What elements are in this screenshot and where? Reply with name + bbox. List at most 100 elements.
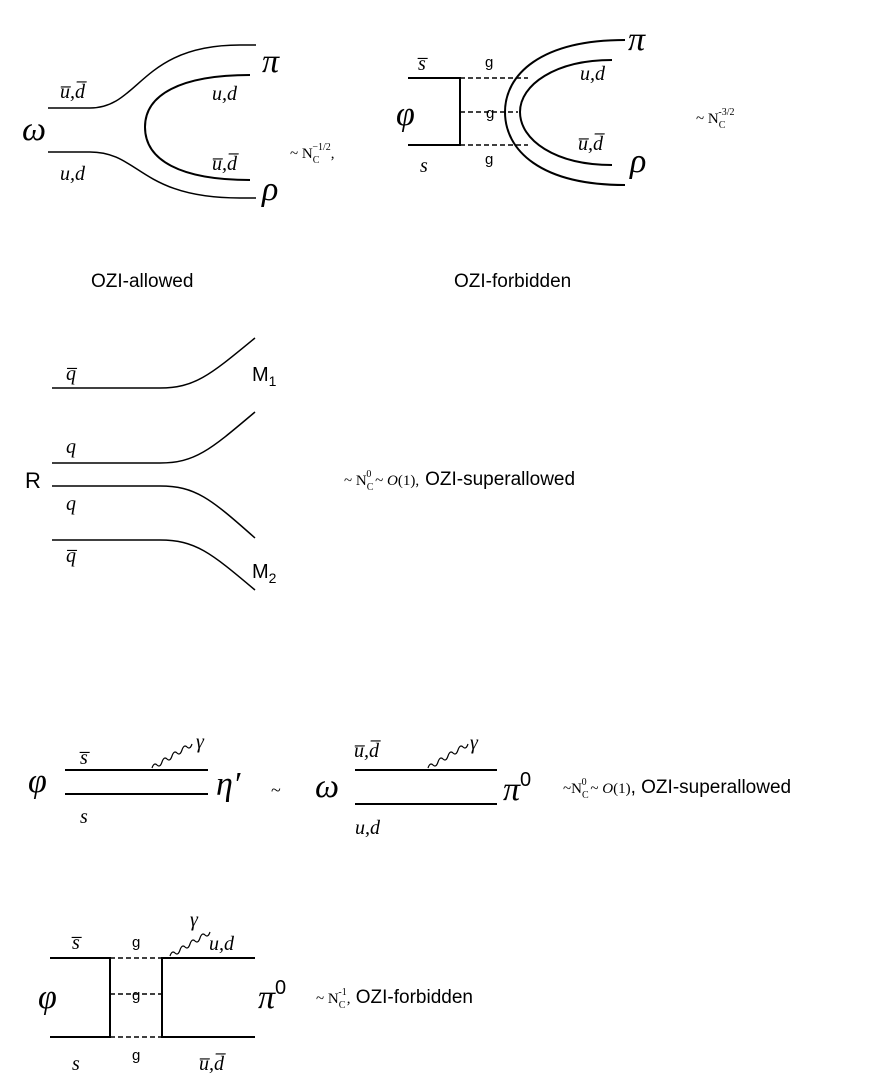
scaling-mid: ~ bbox=[587, 781, 603, 797]
right-photon-wiggle bbox=[427, 743, 469, 769]
s-label: s bbox=[72, 1053, 80, 1075]
omega-label: ω bbox=[315, 768, 339, 805]
meson-m2-label: M2 bbox=[252, 561, 277, 586]
scaling-sub: C bbox=[719, 120, 726, 131]
s-bar-label: s̅ bbox=[71, 932, 83, 954]
inner-antiquark-label: u̅,d̅ bbox=[578, 133, 606, 155]
diagram-omega-ozi-allowed: ω u̅,d̅ u,d u,d u̅,d̅ π ρ ~ NC−1/2, OZI-… bbox=[22, 43, 335, 292]
line-qbar-top bbox=[52, 337, 256, 389]
scaling-sup: -1 bbox=[338, 987, 346, 998]
scaling-base: ~ N bbox=[696, 111, 719, 127]
diagram-radiative-superallowed: φ s̅ s γ η′ ~ ω u̅,d̅ u,d γ π0 ~NC0 ~ O(… bbox=[28, 731, 791, 839]
line-label-q-upper: q bbox=[66, 436, 76, 458]
quark-ud-label: u,d bbox=[355, 817, 381, 839]
left-photon-label: γ bbox=[196, 731, 205, 753]
pi0-sup: 0 bbox=[520, 769, 531, 791]
photon-label: γ bbox=[190, 909, 199, 931]
rho-label: ρ bbox=[629, 143, 646, 180]
scaling-order: O bbox=[387, 473, 398, 489]
scaling-label: , OZI-superallowed bbox=[631, 777, 792, 798]
line-label-q-lower: q bbox=[66, 493, 76, 515]
phi-label: φ bbox=[28, 763, 47, 800]
quark-ud-label: u,d bbox=[60, 163, 86, 185]
gluon-mid-label: g bbox=[132, 987, 140, 1004]
m1-base: M bbox=[252, 364, 269, 386]
s-label: s bbox=[420, 155, 428, 177]
gluon-mid-label: g bbox=[486, 105, 494, 122]
scaling-base: ~ N bbox=[344, 473, 367, 489]
scaling-sub: C bbox=[339, 1000, 346, 1011]
s-quark-box bbox=[50, 957, 111, 1038]
inner-quark-label: u,d bbox=[212, 83, 238, 105]
scaling-mid: ~ bbox=[371, 473, 387, 489]
phi-label: φ bbox=[396, 96, 415, 133]
s-bar-label: s̅ bbox=[79, 747, 91, 769]
s-quark-box bbox=[408, 77, 461, 146]
diagram-resonance-superallowed: R q̅ q q q̅ M1 M2 ~ NC0 ~ O(1),OZI-super… bbox=[25, 337, 575, 591]
m1-sub: 1 bbox=[269, 373, 277, 389]
scaling-omega: ~ NC −1/2, bbox=[290, 142, 335, 166]
gluon-bottom-label: g bbox=[132, 1047, 140, 1064]
antiquark-ud-label: u̅,d̅ bbox=[199, 1053, 227, 1075]
pi-label: π bbox=[262, 43, 280, 80]
eta-prime-label: η′ bbox=[216, 766, 241, 803]
gluon-bottom-label: g bbox=[485, 151, 493, 168]
caption-ozi-forbidden: OZI-forbidden bbox=[454, 271, 571, 292]
resonance-label: R bbox=[25, 468, 41, 493]
scaling-base: ~ N bbox=[290, 146, 313, 162]
diagram-phi-pi0-forbidden: φ s̅ s g g g γ u,d u̅,d̅ π0 ~ NC-1, OZI-… bbox=[38, 909, 473, 1075]
quark-line-outer-bottom bbox=[48, 151, 256, 199]
phi-label: φ bbox=[38, 979, 57, 1016]
m2-sub: 2 bbox=[269, 570, 277, 586]
diagram-phi-ozi-forbidden: φ s̅ s g g g u,d u̅,d̅ π ρ ~ NC -3/2 OZI-… bbox=[396, 21, 734, 292]
pi0-base: π bbox=[258, 979, 276, 1016]
scaling-order: O bbox=[602, 781, 613, 797]
right-photon-label: γ bbox=[470, 732, 479, 754]
scaling-sub: C bbox=[367, 482, 374, 493]
gluon-top-label: g bbox=[485, 54, 493, 71]
gluon-top-label: g bbox=[132, 934, 140, 951]
scaling-radiative: ~NC 0 ~ O(1), OZI-superallowed bbox=[563, 777, 791, 801]
scaling-phi-pi0: ~ NC-1, OZI-forbidden bbox=[316, 987, 473, 1011]
pi0-base: π bbox=[503, 771, 521, 808]
pi0-label: π0 bbox=[258, 977, 286, 1016]
scaling-base: ~ N bbox=[316, 991, 339, 1007]
s-bar-label: s̅ bbox=[417, 53, 429, 75]
scaling-resonance: ~ NC 0 ~ O(1), OZI-superallowed bbox=[344, 469, 575, 493]
scaling-sup: 0 bbox=[366, 469, 371, 480]
pi0-sup: 0 bbox=[275, 977, 286, 999]
scaling-sup: −1/2 bbox=[312, 142, 330, 153]
scaling-label: OZI-forbidden bbox=[350, 987, 473, 1008]
omega-label: ω bbox=[22, 111, 46, 148]
scaling-label: OZI-superallowed bbox=[425, 469, 575, 490]
similar-tilde: ~ bbox=[271, 780, 281, 800]
scaling-order-arg: (1) bbox=[613, 781, 631, 797]
scaling-sub: C bbox=[313, 155, 320, 166]
antiquark-ud-label: u̅,d̅ bbox=[354, 740, 382, 762]
left-photon-wiggle bbox=[151, 743, 193, 769]
scaling-tail: , bbox=[331, 146, 335, 162]
scaling-base: ~N bbox=[563, 781, 582, 797]
ud-quark-box bbox=[161, 957, 255, 1038]
meson-m1-label: M1 bbox=[252, 364, 277, 389]
inner-antiquark-label: u̅,d̅ bbox=[212, 153, 240, 175]
m2-base: M bbox=[252, 561, 269, 583]
s-label: s bbox=[80, 806, 88, 828]
pi-label: π bbox=[628, 21, 646, 58]
pi0-label: π0 bbox=[503, 769, 531, 808]
scaling-sub: C bbox=[582, 790, 589, 801]
quark-loop-inner bbox=[518, 59, 613, 166]
line-label-qbar-top: q̅ bbox=[66, 363, 78, 385]
quark-line-outer-top bbox=[48, 44, 256, 109]
line-label-qbar-bottom: q̅ bbox=[66, 545, 78, 567]
scaling-phi: ~ NC -3/2 bbox=[696, 107, 734, 131]
photon-wiggle bbox=[169, 931, 211, 957]
scaling-sup: 0 bbox=[582, 777, 587, 788]
inner-quark-label: u,d bbox=[580, 63, 606, 85]
quark-ud-label: u,d bbox=[209, 933, 235, 955]
scaling-sup: -3/2 bbox=[718, 107, 734, 118]
caption-ozi-allowed: OZI-allowed bbox=[91, 271, 193, 292]
rho-label: ρ bbox=[261, 171, 278, 208]
scaling-order-arg: (1), bbox=[398, 473, 419, 489]
